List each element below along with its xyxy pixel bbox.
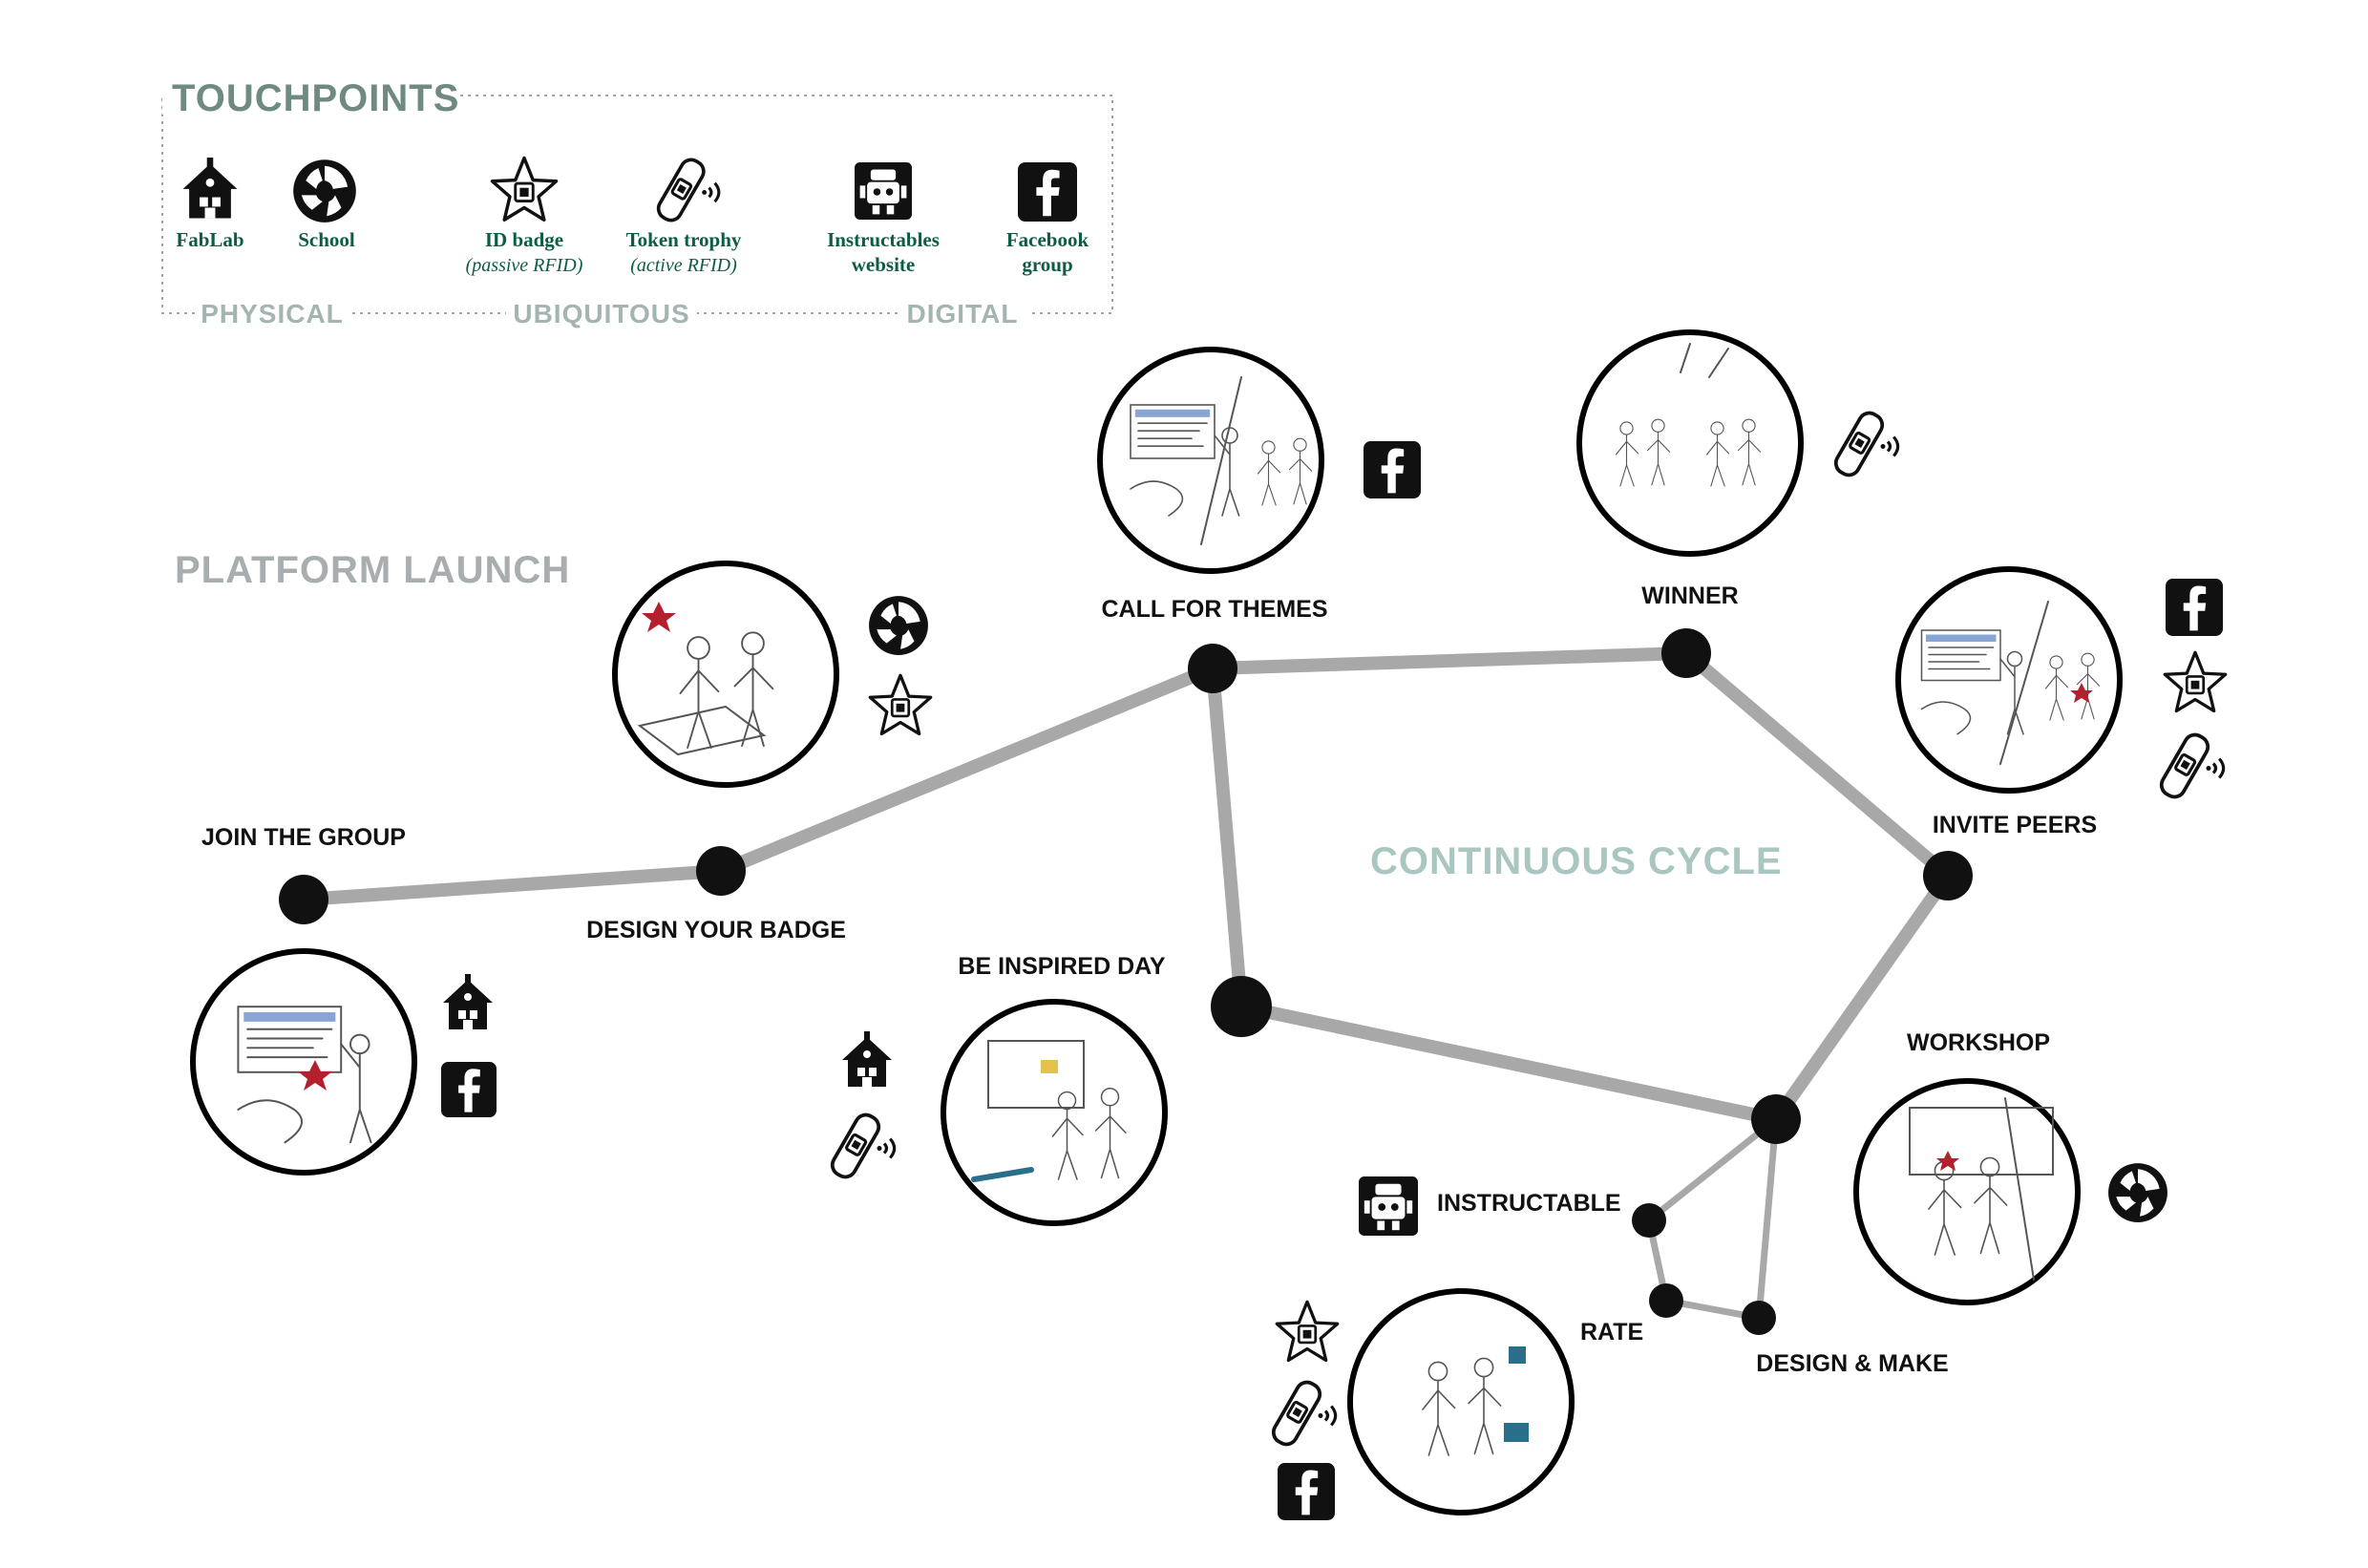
- step-join-the-group: JOIN THE GROUP: [201, 824, 406, 851]
- step-design-your-badge: DESIGN YOUR BADGE: [586, 917, 846, 943]
- node-be-inspired-day: [1211, 976, 1272, 1037]
- step-call-for-themes: CALL FOR THEMES: [1101, 596, 1327, 623]
- star-badge-icon: [490, 156, 559, 222]
- node-rate: [1649, 1283, 1683, 1318]
- star-badge-icon: [868, 673, 933, 736]
- legend-item-fablab: FabLab: [176, 158, 244, 251]
- scene-rate: [1347, 1288, 1575, 1515]
- rfid-token-icon: [826, 1109, 897, 1183]
- legend-item-instructables: Instructables website: [827, 162, 940, 276]
- scene-design-your-badge: [612, 561, 839, 788]
- journey-path: [297, 646, 1955, 1322]
- facebook-icon: [2166, 579, 2223, 636]
- instructables-robot-icon: [855, 162, 912, 220]
- node-design-your-badge: [696, 846, 746, 896]
- step-instructable: INSTRUCTABLE: [1437, 1190, 1621, 1217]
- star-badge-icon: [2163, 650, 2228, 713]
- node-call-for-themes: [1188, 644, 1237, 693]
- scene-be-inspired-day: [941, 999, 1168, 1226]
- phase-platform-launch: PLATFORM LAUNCH: [175, 549, 570, 591]
- step-invite-peers: INVITE PEERS: [1933, 812, 2097, 838]
- node-invite-peers: [1923, 851, 1973, 901]
- step-winner: WINNER: [1641, 583, 1738, 609]
- node-instructable: [1632, 1203, 1666, 1238]
- legend-sublabel: group: [1022, 253, 1072, 276]
- facebook-icon: [1364, 441, 1421, 498]
- edge: [1206, 662, 1248, 1013]
- phase-continuous-cycle: CONTINUOUS CYCLE: [1370, 840, 1783, 882]
- legend-label: Facebook: [1006, 228, 1089, 251]
- step-labels: JOIN THE GROUP DESIGN YOUR BADGE CALL FO…: [201, 583, 2097, 1377]
- legend-label: Instructables: [827, 228, 940, 251]
- fablab-logo-icon: [2108, 1163, 2167, 1222]
- edge: [714, 662, 1219, 878]
- category-digital: DIGITAL: [907, 299, 1019, 328]
- rfid-token-icon: [1267, 1376, 1338, 1451]
- legend-sublabel: (passive RFID): [466, 255, 583, 276]
- step-workshop: WORKSHOP: [1907, 1029, 2050, 1056]
- fablab-logo-icon: [293, 159, 356, 222]
- step-be-inspired-day: BE INSPIRED DAY: [958, 953, 1166, 980]
- school-building-icon: [842, 1031, 892, 1087]
- edge: [1206, 646, 1693, 675]
- scene-invite-peers: [1895, 566, 2123, 794]
- rfid-token-icon: [2155, 729, 2226, 803]
- edge: [297, 864, 728, 906]
- school-building-icon: [182, 158, 238, 219]
- edge: [1769, 869, 1955, 1126]
- scene-call-for-themes: [1097, 347, 1324, 574]
- legend-title: TOUCHPOINTS: [172, 77, 459, 119]
- step-rate: RATE: [1580, 1319, 1643, 1346]
- edge: [1235, 1000, 1783, 1126]
- category-physical: PHYSICAL: [201, 299, 344, 328]
- legend-item-token-trophy: Token trophy (active RFID): [626, 154, 742, 276]
- scene-winner: [1576, 329, 1804, 557]
- legend-label: FabLab: [176, 228, 243, 251]
- legend-label: ID badge: [485, 228, 563, 251]
- edge: [1755, 1115, 1780, 1322]
- legend-item-school: School: [293, 159, 356, 251]
- rfid-token-icon: [652, 154, 721, 226]
- scene-workshop: [1853, 1078, 2081, 1305]
- star-badge-icon: [1275, 1300, 1340, 1363]
- node-winner: [1661, 628, 1711, 678]
- category-ubiquitous: UBIQUITOUS: [513, 299, 689, 328]
- node-design-and-make: [1742, 1301, 1776, 1335]
- node-workshop: [1751, 1094, 1801, 1144]
- legend-label: Token trophy: [626, 228, 742, 251]
- legend-label: School: [298, 228, 355, 251]
- edge: [1680, 646, 1955, 882]
- step-design-and-make: DESIGN & MAKE: [1756, 1350, 1948, 1377]
- facebook-icon: [1278, 1463, 1335, 1520]
- touchpoints-legend: TOUCHPOINTS FabLab School ID badge (pass…: [161, 67, 1113, 330]
- journey-nodes: [279, 628, 1973, 1335]
- edge: [1645, 1115, 1780, 1224]
- node-join-the-group: [279, 875, 328, 924]
- fablab-logo-icon: [869, 596, 928, 655]
- facebook-icon: [1018, 162, 1077, 222]
- instructables-robot-icon: [1359, 1176, 1418, 1236]
- scene-join-the-group: [190, 948, 417, 1176]
- legend-sublabel: (active RFID): [630, 255, 737, 276]
- legend-item-id-badge: ID badge (passive RFID): [466, 156, 583, 276]
- facebook-icon: [441, 1062, 497, 1117]
- school-building-icon: [443, 974, 493, 1029]
- legend-sublabel: website: [852, 253, 916, 276]
- legend-item-facebook: Facebook group: [1006, 162, 1089, 276]
- rfid-token-icon: [1829, 407, 1900, 481]
